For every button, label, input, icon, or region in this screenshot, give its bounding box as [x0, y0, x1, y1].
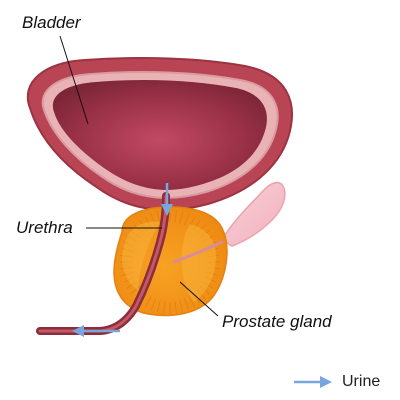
- prostate-texture-line: [184, 298, 190, 311]
- prostate-texture-line: [179, 211, 184, 224]
- prostate-texture-line: [184, 213, 190, 226]
- prostate-texture-line: [174, 209, 177, 223]
- prostate-texture-line: [144, 296, 152, 308]
- bladder-label: Bladder: [22, 13, 81, 32]
- urine-arrow-out: [72, 325, 120, 337]
- urine-legend-arrow-icon: [294, 376, 332, 388]
- prostate-inner-lobe-right: [181, 224, 216, 302]
- prostate-leader-line: [179, 281, 219, 317]
- prostate-texture-line: [150, 298, 156, 311]
- prostate-gland-label: Prostate gland: [222, 312, 332, 331]
- prostate-texture-line: [174, 301, 177, 315]
- urethra-lumen: [38, 194, 168, 333]
- prostate-texture-line: [156, 300, 161, 313]
- urine-arrow-down: [161, 183, 173, 216]
- urine-legend-label: Urine: [342, 373, 381, 390]
- prostate-texture-line: [179, 300, 184, 313]
- urethra-label: Urethra: [16, 218, 73, 237]
- prostate-texture-line: [156, 211, 161, 224]
- seminal-vesicle: [220, 181, 286, 247]
- prostate-texture-line: [163, 301, 166, 315]
- bladder-cavity: [52, 80, 267, 190]
- bladder-leader-line: [59, 35, 89, 125]
- prostate-inner-lobe-left: [122, 221, 160, 290]
- ejaculatory-duct: [172, 240, 224, 264]
- prostate-texture-line: [188, 296, 196, 308]
- legend: Urine: [292, 372, 380, 392]
- prostate-texture-line: [129, 285, 141, 295]
